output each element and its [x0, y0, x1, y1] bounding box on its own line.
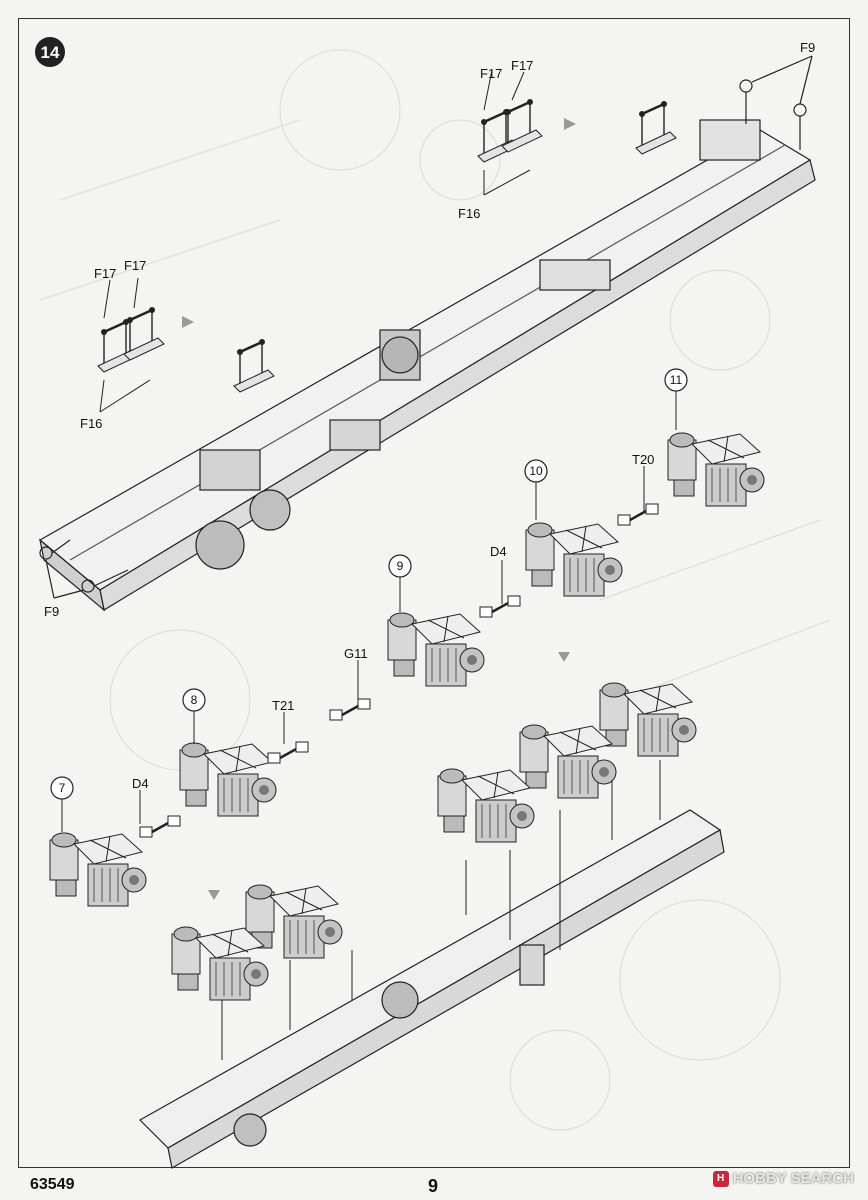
direction-arrow-icon [564, 118, 576, 130]
bogie-8 [179, 742, 277, 817]
label-f9-top: F9 [800, 40, 815, 55]
lower-bogies [171, 682, 697, 1001]
step-number: 14 [41, 43, 60, 62]
upper-frame-assembly [38, 119, 816, 612]
hanger-group-left [96, 277, 276, 413]
direction-arrow-icon [182, 316, 194, 328]
step-number-badge [35, 37, 65, 67]
bogie-10 [525, 522, 623, 597]
part-number-circles [50, 368, 688, 800]
label-f16-b: F16 [80, 416, 102, 431]
lower-assembly-arrows [221, 760, 661, 1060]
bogie-11 [667, 432, 765, 507]
product-code: 63549 [30, 1176, 75, 1193]
page-number: 9 [428, 1176, 439, 1196]
circle-10: 10 [529, 464, 543, 478]
label-f17-a1: F17 [480, 66, 502, 81]
down-arrow-icon [558, 652, 570, 662]
label-f9-left: F9 [44, 604, 59, 619]
shaft-t21 [266, 740, 310, 765]
callout-lines [61, 391, 677, 832]
f9-top-parts [739, 55, 813, 150]
circle-8: 8 [191, 693, 198, 707]
label-d4-a: D4 [490, 544, 507, 559]
shaft-g11 [328, 697, 372, 722]
label-f17-a2: F17 [511, 58, 533, 73]
background-ghost-drawing [39, 49, 831, 1131]
label-f17-b1: F17 [94, 266, 116, 281]
label-d4-b: D4 [132, 776, 149, 791]
bogie-7 [49, 832, 147, 907]
shaft-d4-a [478, 594, 522, 619]
label-t21: T21 [272, 698, 294, 713]
bogie-9 [387, 612, 485, 687]
circle-11: 11 [670, 373, 683, 387]
watermark-logo-icon: H [712, 1170, 729, 1187]
label-t20: T20 [632, 452, 654, 467]
shaft-t20 [616, 502, 660, 527]
page-frame [18, 18, 850, 1168]
circle-9: 9 [397, 559, 404, 573]
label-g11: G11 [344, 646, 368, 661]
hanger-group-top [476, 69, 678, 196]
down-arrow-icon [208, 890, 220, 900]
label-f16-a: F16 [458, 206, 480, 221]
lower-frame-assembly [139, 809, 725, 1169]
label-f17-b2: F17 [124, 258, 146, 273]
watermark: H HOBBY SEARCH [712, 1170, 854, 1187]
shaft-d4-b [138, 814, 182, 839]
f9-left-parts [39, 539, 129, 599]
circle-7: 7 [59, 781, 66, 795]
watermark-text: HOBBY SEARCH [732, 1170, 854, 1187]
